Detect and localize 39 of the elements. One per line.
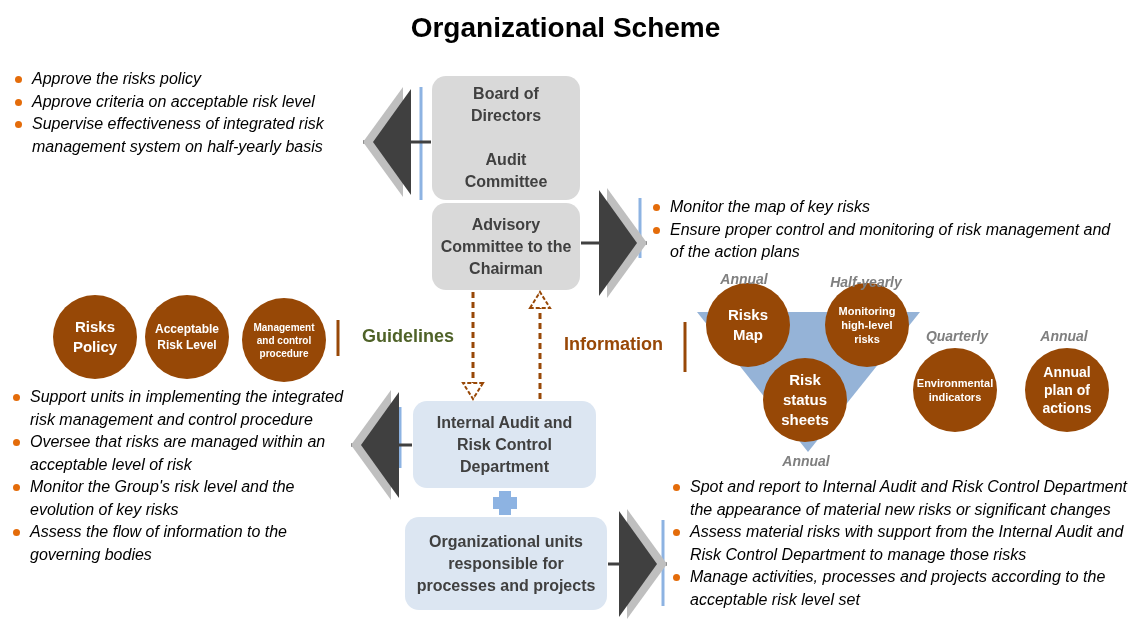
box-label: Internal Audit and Risk Control Department	[435, 412, 574, 477]
box-label: Board of Directors	[469, 84, 543, 126]
org-box	[405, 517, 607, 610]
list-item: Spot and report to Internal Audit and Risk Control Department the appearance of material new risks or significant changes	[690, 476, 1131, 521]
frequency-label: Quarterly	[924, 328, 990, 344]
topic-circle: Annual plan of actions	[1025, 348, 1109, 432]
list-item: Approve the risks policy	[32, 68, 362, 91]
chevron-arrow	[581, 188, 647, 298]
org-box	[432, 203, 580, 290]
topic-circle: Acceptable Risk Level	[145, 295, 229, 379]
box-label: Advisory Committee to the Chairman	[439, 214, 573, 279]
dashed-arrow	[529, 291, 551, 399]
list-item: Monitor the Group's risk level and the evolution of key risks	[30, 476, 350, 521]
frequency-label: Annual	[781, 453, 831, 469]
list-item: Supervise effectiveness of integrated risk management system on half-yearly basis	[32, 113, 362, 158]
topic-circle: Risk status sheets	[763, 358, 847, 442]
box-label: Organizational units responsible for processes and projects	[415, 531, 597, 596]
diagram-title: Organizational Scheme	[409, 12, 722, 44]
chevron-arrow	[608, 509, 667, 619]
chevron-arrow	[363, 87, 431, 197]
dashed-arrow	[462, 292, 484, 400]
org-box	[432, 76, 580, 200]
topic-circle: Risks Map	[706, 283, 790, 367]
topic-circle: Environmental indicators	[913, 348, 997, 432]
chevron-arrow	[351, 390, 412, 500]
box-label: Audit Committee	[463, 150, 549, 192]
list-item: Monitor the map of key risks	[670, 196, 1118, 219]
topic-circle: Management and control procedure	[242, 298, 326, 382]
frequency-label: Half-yearly	[829, 274, 903, 290]
list-item: Ensure proper control and monitoring of risk management and of the action plans	[670, 218, 1118, 264]
list-item: Oversee that risks are managed within an acceptable level of risk	[30, 431, 350, 476]
frequency-label: Annual	[1039, 328, 1089, 344]
list-item: Support units in implementing the integrated risk management and control procedure	[30, 386, 350, 431]
org-box	[413, 401, 596, 488]
topic-circle: Risks Policy	[53, 295, 137, 379]
list-item: Assess the flow of information to the governing bodies	[30, 521, 350, 566]
list-item: Assess material risks with support from the Internal Audit and Risk Control Department to manage those risks	[690, 521, 1131, 566]
list-item: Approve criteria on acceptable risk level	[32, 90, 362, 113]
list-item: Manage activities, processes and projects according to the acceptable risk level set	[690, 566, 1131, 611]
